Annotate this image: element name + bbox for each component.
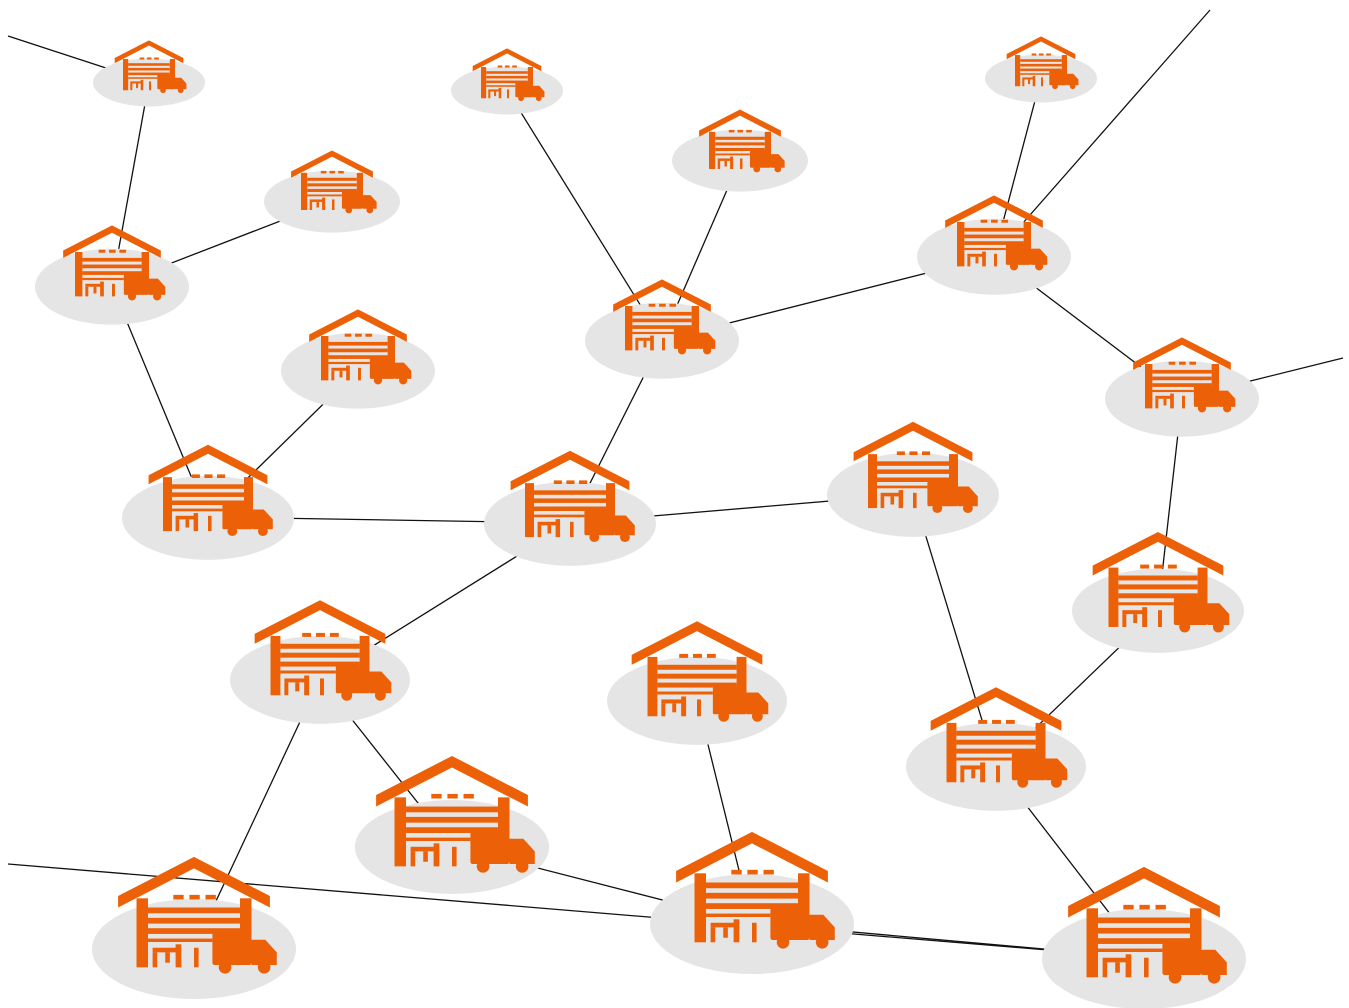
warehouse-node bbox=[92, 856, 296, 999]
nodes-layer bbox=[35, 36, 1259, 1008]
warehouse-node bbox=[35, 225, 189, 325]
warehouse-node bbox=[230, 600, 410, 724]
link-n2-n8 bbox=[506, 89, 663, 341]
warehouse-node bbox=[451, 48, 563, 115]
warehouse-node bbox=[1105, 337, 1259, 437]
warehouse-node bbox=[607, 621, 787, 745]
warehouse-node bbox=[917, 195, 1071, 295]
warehouse-node bbox=[281, 309, 435, 409]
warehouse-node bbox=[264, 150, 400, 233]
node-shadow bbox=[985, 54, 1097, 103]
warehouse-node bbox=[484, 450, 656, 566]
warehouse-node bbox=[93, 40, 205, 107]
warehouse-node bbox=[650, 831, 854, 974]
warehouse-node bbox=[1072, 531, 1244, 653]
warehouse-node bbox=[122, 444, 294, 560]
node-shadow bbox=[451, 66, 563, 115]
external-link-n21 bbox=[7, 863, 1145, 959]
warehouse-node bbox=[355, 755, 549, 894]
warehouse-node bbox=[1042, 866, 1246, 1008]
warehouse-node bbox=[672, 109, 808, 192]
warehouse-node bbox=[906, 687, 1086, 811]
warehouse-node bbox=[585, 279, 739, 379]
warehouse-node bbox=[985, 36, 1097, 103]
warehouse-node bbox=[827, 421, 999, 537]
